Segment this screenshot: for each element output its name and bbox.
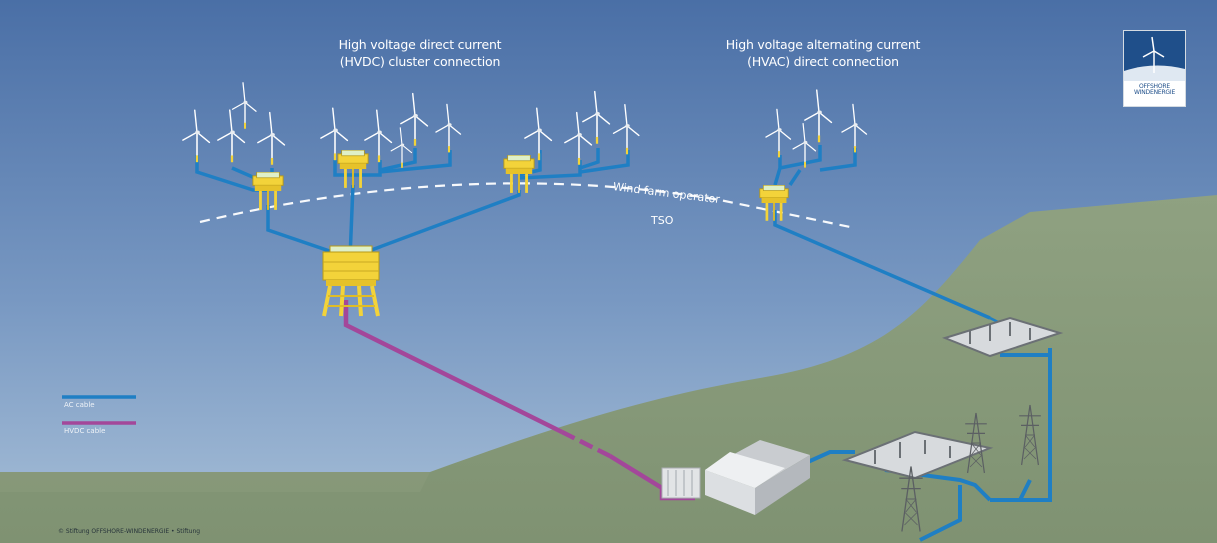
hvdc-title-line2: (HVDC) cluster connection (339, 54, 501, 69)
hvac-title: High voltage alternating current (HVAC) … (698, 36, 948, 70)
coast-land-shadow (0, 472, 430, 492)
hvdc-title-line1: High voltage direct current (338, 37, 502, 52)
logo-text-line1: OFFSHORE (1139, 83, 1170, 90)
logo-text-line2: WINDENERGIE (1133, 89, 1176, 96)
logo-graphic (1124, 31, 1185, 81)
hvac-ac-cables (773, 145, 991, 320)
offshore-wind-logo-icon: OFFSHORE WINDENERGIE (1123, 30, 1186, 107)
onshore-substations (841, 316, 1064, 480)
tso-label: TSO (651, 214, 674, 227)
legend-hvdc-label: HVDC cable (64, 427, 106, 435)
hvdc-title: High voltage direct current (HVDC) clust… (270, 36, 570, 70)
operator-boundary-line (199, 182, 856, 230)
hvac-title-line2: (HVAC) direct connection (747, 54, 899, 69)
hvdc-export-cable-dashed (560, 429, 612, 459)
hvdc-converter-platform (322, 245, 380, 317)
logo-text: OFFSHORE WINDENERGIE (1124, 84, 1185, 96)
onshore-converter-station (661, 440, 810, 515)
legend-ac-label: AC cable (64, 401, 95, 409)
hvac-title-line1: High voltage alternating current (725, 37, 921, 52)
copyright-notice: © Stiftung OFFSHORE-WINDENERGIE • Stiftu… (58, 528, 201, 535)
hvdc-export-cable (343, 300, 563, 435)
